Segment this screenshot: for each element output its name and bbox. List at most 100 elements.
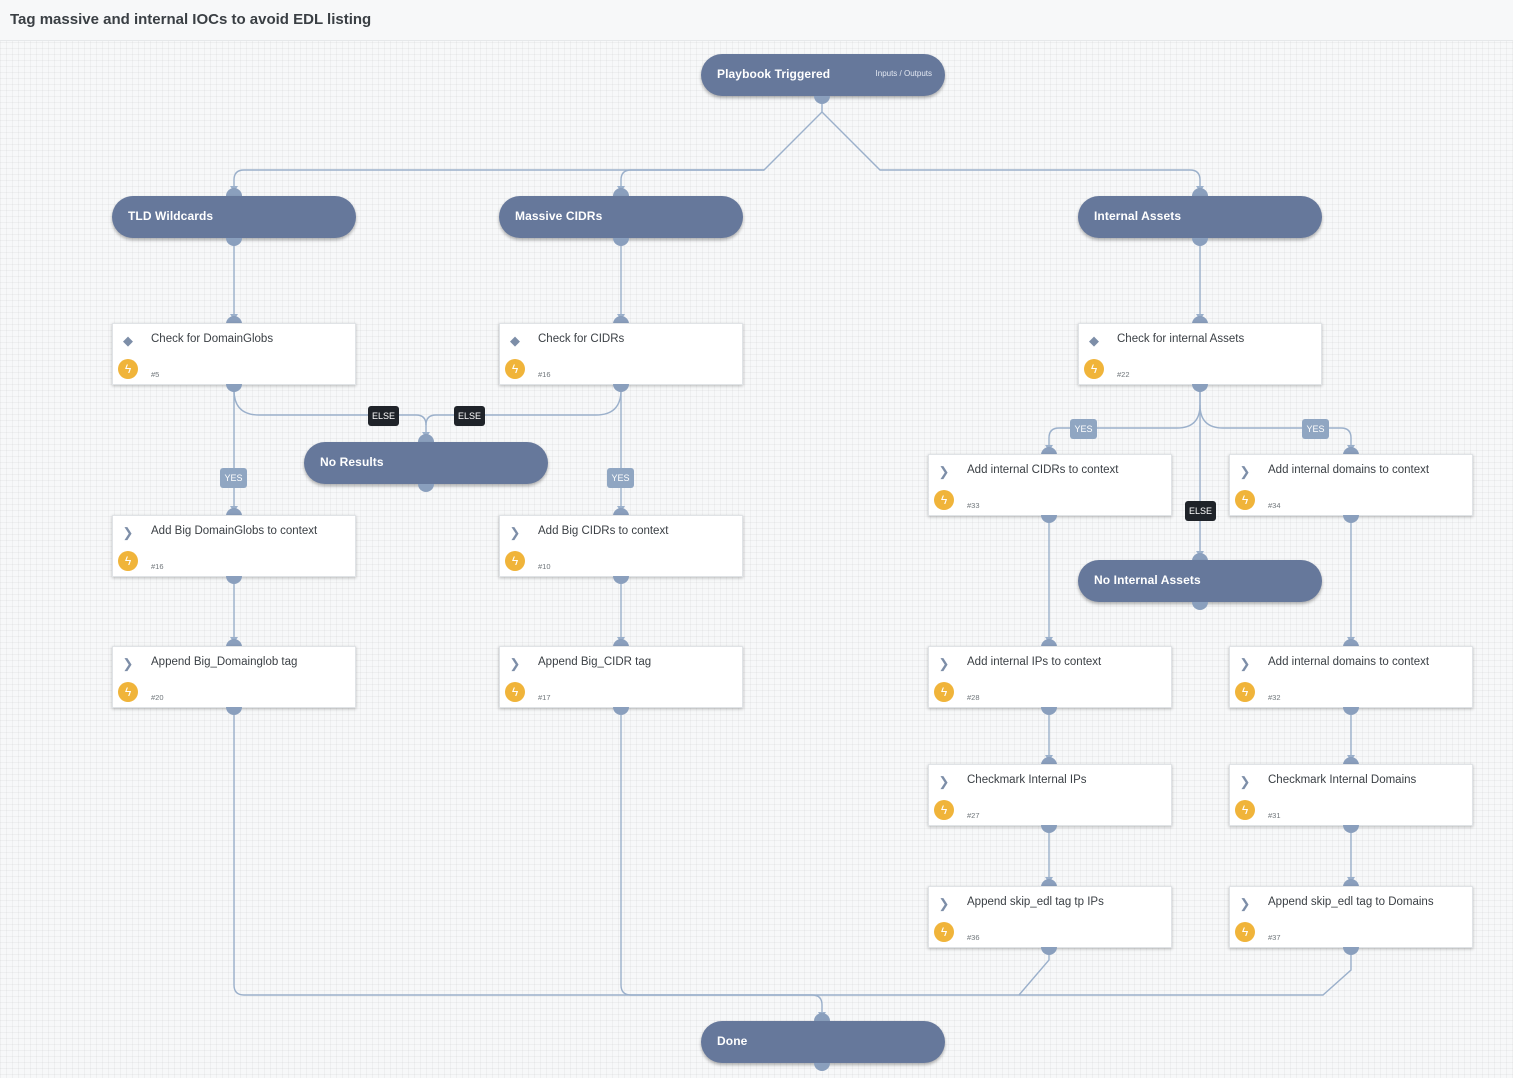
task-label: Append Big_Domainglob tag <box>151 656 298 668</box>
output-port[interactable] <box>613 384 629 392</box>
input-port[interactable] <box>1041 639 1057 647</box>
input-port[interactable] <box>418 434 434 442</box>
task-add-internal-domains-b[interactable]: ❯ Add internal domains to context ϟ #32 <box>1229 646 1473 708</box>
task-append-big-cidr-tag[interactable]: ❯ Append Big_CIDR tag ϟ #17 <box>499 646 743 708</box>
output-port[interactable] <box>1192 384 1208 392</box>
lightning-bolt-icon: ϟ <box>505 551 525 571</box>
output-port[interactable] <box>1343 707 1359 715</box>
input-port[interactable] <box>1192 316 1208 324</box>
section-tld-wildcards[interactable]: TLD Wildcards <box>112 196 356 238</box>
section-massive-cidrs[interactable]: Massive CIDRs <box>499 196 743 238</box>
lightning-bolt-icon: ϟ <box>1235 800 1255 820</box>
output-port[interactable] <box>814 1063 830 1071</box>
task-checkmark-internal-ips[interactable]: ❯ Checkmark Internal IPs ϟ #27 <box>928 764 1172 826</box>
input-port[interactable] <box>814 1013 830 1021</box>
input-port[interactable] <box>613 316 629 324</box>
input-port[interactable] <box>613 508 629 516</box>
task-number: #16 <box>151 562 164 571</box>
input-port[interactable] <box>226 639 242 647</box>
output-port[interactable] <box>1343 947 1359 955</box>
output-port[interactable] <box>613 576 629 584</box>
task-label: Add internal domains to context <box>1268 656 1430 668</box>
task-add-big-cidrs[interactable]: ❯ Add Big CIDRs to context ϟ #10 <box>499 515 743 577</box>
output-port[interactable] <box>226 576 242 584</box>
task-add-internal-domains-a[interactable]: ❯ Add internal domains to context ϟ #34 <box>1229 454 1473 516</box>
input-port[interactable] <box>1343 447 1359 455</box>
output-port[interactable] <box>1192 238 1208 246</box>
else-badge: ELSE <box>454 406 485 426</box>
done-node[interactable]: Done <box>701 1021 945 1063</box>
lightning-bolt-icon: ϟ <box>934 682 954 702</box>
input-port[interactable] <box>613 188 629 196</box>
section-internal-assets[interactable]: Internal Assets <box>1078 196 1322 238</box>
input-port[interactable] <box>1041 757 1057 765</box>
edge-append-ips-done <box>822 954 1050 996</box>
output-port[interactable] <box>226 384 242 392</box>
output-port[interactable] <box>1041 825 1057 833</box>
output-port[interactable] <box>1343 825 1359 833</box>
lightning-bolt-icon: ϟ <box>934 800 954 820</box>
task-add-big-domainglobs[interactable]: ❯ Add Big DomainGlobs to context ϟ #16 <box>112 515 356 577</box>
chevron-right-icon: ❯ <box>1239 774 1251 789</box>
task-append-skip-edl-domains[interactable]: ❯ Append skip_edl tag to Domains ϟ #37 <box>1229 886 1473 948</box>
task-label: Check for DomainGlobs <box>151 333 274 345</box>
input-port[interactable] <box>1343 639 1359 647</box>
task-check-cidrs[interactable]: ◆ Check for CIDRs ϟ #16 <box>499 323 743 385</box>
input-port[interactable] <box>1192 188 1208 196</box>
output-port[interactable] <box>1041 947 1057 955</box>
task-add-internal-cidrs[interactable]: ❯ Add internal CIDRs to context ϟ #33 <box>928 454 1172 516</box>
task-checkmark-internal-domains[interactable]: ❯ Checkmark Internal Domains ϟ #31 <box>1229 764 1473 826</box>
input-port[interactable] <box>226 508 242 516</box>
task-number: #10 <box>538 562 551 571</box>
task-check-internal-assets[interactable]: ◆ Check for internal Assets ϟ #22 <box>1078 323 1322 385</box>
task-append-big-domainglob-tag[interactable]: ❯ Append Big_Domainglob tag ϟ #20 <box>112 646 356 708</box>
playbook-triggered-node[interactable]: Playbook Triggered Inputs / Outputs <box>701 54 945 96</box>
task-number: #16 <box>538 370 551 379</box>
lightning-bolt-icon: ϟ <box>505 682 525 702</box>
no-internal-assets-node[interactable]: No Internal Assets <box>1078 560 1322 602</box>
task-add-internal-ips[interactable]: ❯ Add internal IPs to context ϟ #28 <box>928 646 1172 708</box>
lightning-bolt-icon: ϟ <box>118 359 138 379</box>
output-port[interactable] <box>418 484 434 492</box>
task-number: #22 <box>1117 370 1130 379</box>
output-port[interactable] <box>1041 707 1057 715</box>
input-port[interactable] <box>1343 879 1359 887</box>
task-check-domainglobs[interactable]: ◆ Check for DomainGlobs ϟ #5 <box>112 323 356 385</box>
chevron-right-icon: ❯ <box>122 656 134 671</box>
chevron-right-icon: ❯ <box>122 525 134 540</box>
edge-domainglobs-else <box>233 389 427 438</box>
chevron-right-icon: ❯ <box>938 896 950 911</box>
input-port[interactable] <box>226 188 242 196</box>
task-number: #36 <box>967 933 980 942</box>
task-number: #5 <box>151 370 160 379</box>
lightning-bolt-icon: ϟ <box>118 551 138 571</box>
no-results-node[interactable]: No Results <box>304 442 548 484</box>
output-port[interactable] <box>613 707 629 715</box>
edge-start-tld <box>233 111 823 192</box>
output-port[interactable] <box>814 96 830 104</box>
output-port[interactable] <box>1041 515 1057 523</box>
chevron-right-icon: ❯ <box>938 656 950 671</box>
task-label: Append Big_CIDR tag <box>538 656 652 668</box>
diamond-icon: ◆ <box>510 333 520 348</box>
input-port[interactable] <box>613 639 629 647</box>
task-number: #17 <box>538 693 551 702</box>
chevron-right-icon: ❯ <box>509 525 521 540</box>
input-port[interactable] <box>1041 447 1057 455</box>
diamond-icon: ◆ <box>123 333 133 348</box>
output-port[interactable] <box>613 238 629 246</box>
output-port[interactable] <box>1192 602 1208 610</box>
task-append-skip-edl-ips[interactable]: ❯ Append skip_edl tag tp IPs ϟ #36 <box>928 886 1172 948</box>
edge-append-domainglob-done <box>233 715 823 1018</box>
task-label: Add internal IPs to context <box>967 656 1102 668</box>
output-port[interactable] <box>1343 515 1359 523</box>
inputs-outputs-link[interactable]: Inputs / Outputs <box>875 69 932 78</box>
input-port[interactable] <box>1041 879 1057 887</box>
output-port[interactable] <box>226 707 242 715</box>
input-port[interactable] <box>1192 553 1208 561</box>
output-port[interactable] <box>226 238 242 246</box>
diamond-icon: ◆ <box>1089 333 1099 348</box>
input-port[interactable] <box>1343 757 1359 765</box>
input-port[interactable] <box>226 316 242 324</box>
task-number: #28 <box>967 693 980 702</box>
